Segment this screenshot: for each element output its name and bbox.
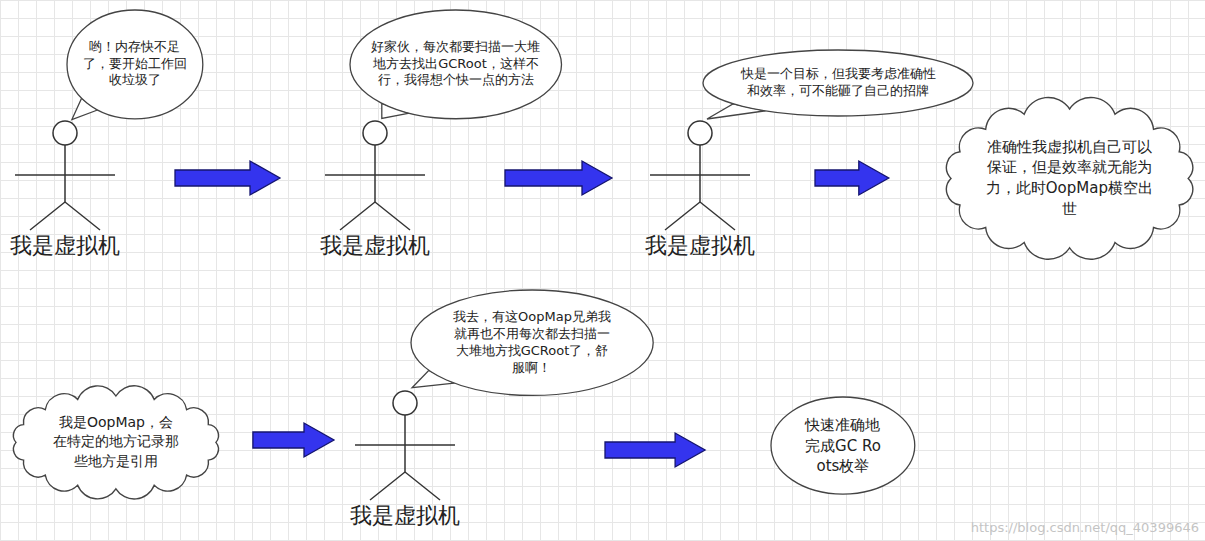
speech-bubble: 我去，有这OopMap兄弟我就再也不用每次都去扫描一大堆地方找GCRoot了，舒… bbox=[410, 289, 654, 396]
node-text: 好家伙，每次都要扫描一大堆地方去找出GCRoot，这样不行，我得想个快一点的方法 bbox=[371, 39, 541, 90]
figure-limb bbox=[325, 174, 425, 176]
node-text: 准确性我虚拟机自己可以保证，但是效率就无能为力，此时OopMap横空出世 bbox=[985, 137, 1153, 220]
cloud-outline bbox=[946, 97, 1192, 259]
figure-limb bbox=[65, 202, 100, 230]
figure-limb bbox=[665, 202, 700, 230]
figure-limb bbox=[405, 472, 440, 500]
figure-head bbox=[688, 121, 712, 145]
stick-figure bbox=[342, 390, 468, 502]
result-ellipse: 快速准确地完成GC Roots枚举 bbox=[770, 396, 916, 495]
stick-figure bbox=[2, 120, 128, 232]
actor-figure: 我是虚拟机 bbox=[312, 120, 438, 260]
actor-name: 我是虚拟机 bbox=[342, 502, 468, 530]
node-text-line: 快速准确地完成GC Roots枚举 bbox=[803, 415, 883, 477]
node-text: 快是一个目标，但我要考虑准确性和效率，可不能砸了自己的招牌 bbox=[738, 66, 938, 100]
figure-limb bbox=[699, 145, 701, 202]
ellipse-outline bbox=[771, 397, 915, 494]
figure-limb bbox=[64, 145, 66, 202]
node-text: 我去，有这OopMap兄弟我就再也不用每次都去扫描一大堆地方找GCRoot了，舒… bbox=[452, 309, 612, 377]
actor-figure: 我是虚拟机 bbox=[342, 390, 468, 530]
figure-head bbox=[53, 121, 77, 145]
speech-bubble: 快是一个目标，但我要考虑准确性和效率，可不能砸了自己的招牌 bbox=[702, 49, 974, 117]
node-text-line: 我去，有这OopMap兄弟我就再也不用每次都去扫描一大堆地方找GCRoot了，舒… bbox=[452, 309, 612, 377]
node-text: 快速准确地完成GC Roots枚举 bbox=[803, 415, 883, 477]
thought-cloud: 我是OopMap，会在特定的地方记录那些地方是引用 bbox=[4, 384, 228, 501]
figure-limb bbox=[375, 202, 410, 230]
thought-cloud: 准确性我虚拟机自己可以保证，但是效率就无能为力，此时OopMap横空出世 bbox=[939, 97, 1200, 260]
ellipse-outline bbox=[350, 10, 562, 119]
actor-name: 我是虚拟机 bbox=[2, 232, 128, 260]
watermark: https://blog.csdn.net/qq_40399646 bbox=[971, 520, 1199, 535]
figure-limb bbox=[700, 202, 735, 230]
ellipse-outline bbox=[67, 10, 203, 119]
block-arrow bbox=[505, 161, 612, 195]
cloud-outline bbox=[13, 385, 218, 498]
stick-figure bbox=[312, 120, 438, 232]
figure-limb bbox=[30, 202, 65, 230]
block-arrow bbox=[605, 433, 705, 467]
node-text: 我是OopMap，会在特定的地方记录那些地方是引用 bbox=[52, 413, 180, 471]
block-arrow bbox=[815, 161, 889, 195]
node-text-line: 准确性我虚拟机自己可以保证，但是效率就无能为力，此时OopMap横空出世 bbox=[985, 137, 1153, 220]
figure-head bbox=[393, 391, 417, 415]
actor-name: 我是虚拟机 bbox=[637, 232, 763, 260]
actor-figure: 我是虚拟机 bbox=[2, 120, 128, 260]
figure-limb bbox=[374, 145, 376, 202]
figure-limb bbox=[355, 444, 455, 446]
shape-outline bbox=[939, 97, 1200, 260]
actor-figure: 我是虚拟机 bbox=[637, 120, 763, 260]
figure-limb bbox=[650, 174, 750, 176]
node-text-line: 快是一个目标，但我要考虑准确性和效率，可不能砸了自己的招牌 bbox=[738, 66, 938, 100]
node-text-line: 我是OopMap，会在特定的地方记录那些地方是引用 bbox=[52, 413, 180, 471]
speech-bubble: 哟！内存快不足了，要开始工作回收垃圾了 bbox=[66, 9, 204, 120]
ellipse-outline bbox=[703, 50, 973, 116]
block-arrow bbox=[253, 423, 334, 457]
speech-bubble: 好家伙，每次都要扫描一大堆地方去找出GCRoot，这样不行，我得想个快一点的方法 bbox=[349, 9, 563, 120]
figure-limb bbox=[404, 415, 406, 472]
node-text-line: 好家伙，每次都要扫描一大堆地方去找出GCRoot，这样不行，我得想个快一点的方法 bbox=[371, 39, 541, 90]
stick-figure bbox=[637, 120, 763, 232]
figure-head bbox=[363, 121, 387, 145]
node-text: 哟！内存快不足了，要开始工作回收垃圾了 bbox=[82, 39, 188, 90]
figure-limb bbox=[370, 472, 405, 500]
actor-name: 我是虚拟机 bbox=[312, 232, 438, 260]
figure-limb bbox=[15, 174, 115, 176]
block-arrow bbox=[175, 161, 280, 195]
node-text-line: 哟！内存快不足了，要开始工作回收垃圾了 bbox=[82, 39, 188, 90]
figure-limb bbox=[340, 202, 375, 230]
ellipse-outline bbox=[411, 290, 653, 395]
